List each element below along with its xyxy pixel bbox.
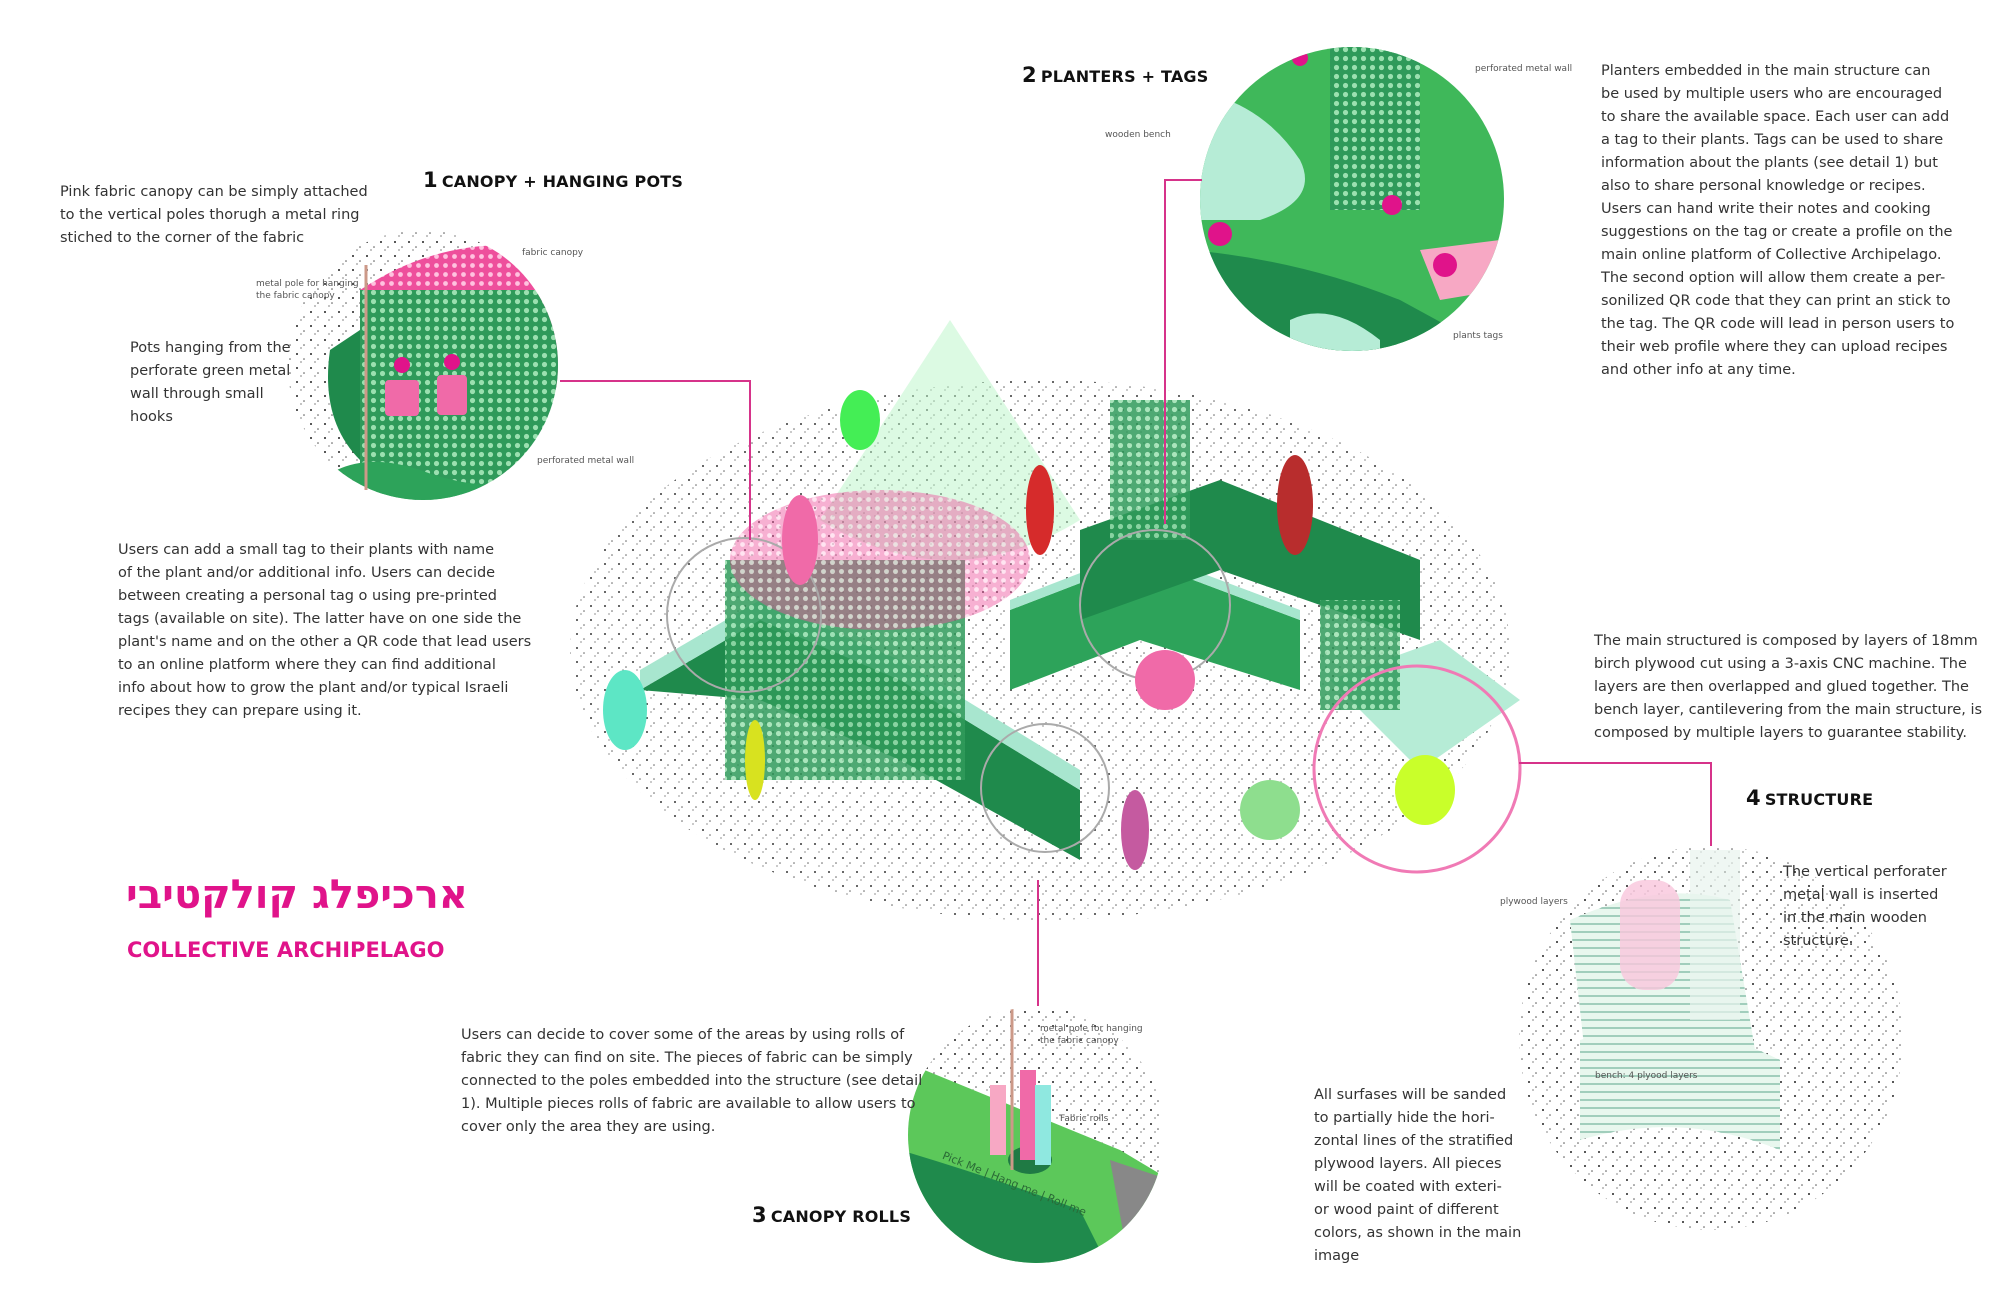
leader-line-1 (749, 380, 751, 540)
leader-line-2 (1164, 179, 1202, 181)
leader-line-3 (1037, 880, 1039, 1006)
detail-1-note-canopy: Pink fabric canopy can be simply attache… (60, 184, 368, 246)
project-title-english: COLLECTIVE ARCHIPELAGO (127, 938, 445, 962)
leader-line-2 (1164, 179, 1166, 524)
plant-tag-icon (1382, 195, 1402, 215)
leader-line-1 (560, 380, 750, 382)
detail-1-note-tags: Users can add a small tag to their plant… (118, 542, 532, 719)
detail-3-illustration (908, 1007, 1164, 1263)
tag-icon (444, 354, 460, 370)
detail-number: 2 (1022, 63, 1037, 87)
detail-title: CANOPY ROLLS (770, 1207, 912, 1226)
label-fabric-canopy: fabric canopy (522, 248, 584, 258)
project-title-hebrew: ארכיפלג קולקטיבי (126, 872, 468, 918)
plant-tag-icon (1208, 222, 1232, 246)
detail-number: 4 (1746, 786, 1761, 810)
plant-tag-icon (1433, 253, 1457, 277)
detail-number: 1 (423, 168, 438, 192)
detail-number: 3 (752, 1203, 767, 1227)
leader-line-4 (1519, 762, 1711, 764)
detail-2-note: Planters embedded in the main structure … (1601, 63, 1955, 378)
tag-icon (394, 357, 410, 373)
label-metal-pole: metal pole for hanging the fabric canopy (256, 279, 359, 301)
label-wooden-bench: wooden bench (1105, 130, 1171, 140)
detail-title: STRUCTURE (1764, 790, 1874, 809)
detail-3-note: Users can decide to cover some of the ar… (461, 1027, 923, 1135)
main-isometric-illustration (570, 320, 1522, 920)
pot-icon (437, 375, 467, 415)
label-plywood-layers: plywood layers (1500, 897, 1568, 907)
detail-title: PLANTERS + TAGS (1040, 67, 1209, 86)
label-fabric-rolls: Fabric rolls (1060, 1114, 1109, 1124)
plant-tag-icon (1292, 50, 1308, 66)
label-perforated-wall: perforated metal wall (1475, 64, 1573, 74)
detail-4-note-metal-wall: The vertical perforater metal wall is in… (1783, 864, 1947, 949)
pot-icon (385, 380, 419, 416)
detail-4-note-surfaces: All surfases will be sanded to partially… (1314, 1087, 1522, 1264)
detail-4-illustration (1519, 846, 1903, 1230)
detail-4-note-structure: The main structured is composed by layer… (1594, 633, 1983, 741)
label-perforated-wall: perforated metal wall (537, 456, 635, 466)
leader-line-4 (1710, 762, 1712, 846)
people-figures (603, 390, 1455, 870)
label-bench-layers: bench: 4 plyood layers (1595, 1071, 1698, 1081)
detail-1-note-pots: Pots hanging from the perforate green me… (130, 340, 291, 425)
detail-2-illustration (1200, 47, 1504, 351)
label-plants-tags: plants tags (1453, 331, 1503, 341)
label-metal-pole: metal pole for hanging the fabric canopy (1040, 1024, 1143, 1046)
detail-1-illustration (288, 230, 558, 500)
detail-title: CANOPY + HANGING POTS (441, 172, 684, 191)
